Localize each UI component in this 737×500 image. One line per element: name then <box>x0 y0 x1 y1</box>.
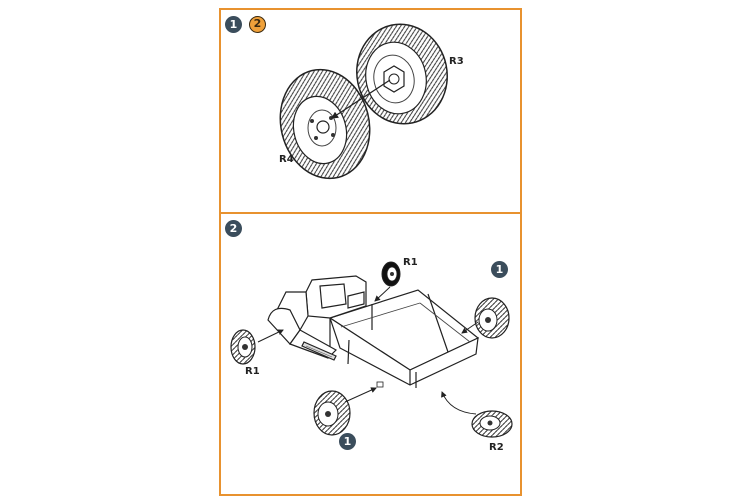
assembly-arrow-top <box>330 79 391 119</box>
wheel-r3 <box>356 23 448 125</box>
step-badge-1: 1 <box>225 16 242 33</box>
reference-badge-bottom: 1 <box>339 433 356 450</box>
step-badge-2-current: 2 <box>249 16 266 33</box>
arrow-r1-top <box>374 286 391 302</box>
part-label-r4: R4 <box>279 154 294 165</box>
reference-badge-right: 1 <box>491 261 508 278</box>
part-label-r1-top: R1 <box>403 257 418 268</box>
wheel-r1-top <box>381 261 401 287</box>
part-label-r1-left: R1 <box>245 366 260 377</box>
truck-body <box>267 275 480 388</box>
arrow-r1-left <box>257 329 284 343</box>
arrow-right-wheel <box>461 321 479 334</box>
wheel-r4 <box>279 68 371 180</box>
wheel-right-reference <box>474 297 510 339</box>
part-label-r3: R3 <box>449 56 464 67</box>
arrow-r2 <box>441 391 477 415</box>
part-label-r2: R2 <box>489 442 504 453</box>
wheel-bottom-reference <box>313 390 351 436</box>
wheel-r1-left <box>230 329 256 365</box>
step-badge-2: 2 <box>225 220 242 237</box>
wheel-r2-spare <box>471 410 513 438</box>
arrow-bottom-wheel <box>344 387 377 403</box>
